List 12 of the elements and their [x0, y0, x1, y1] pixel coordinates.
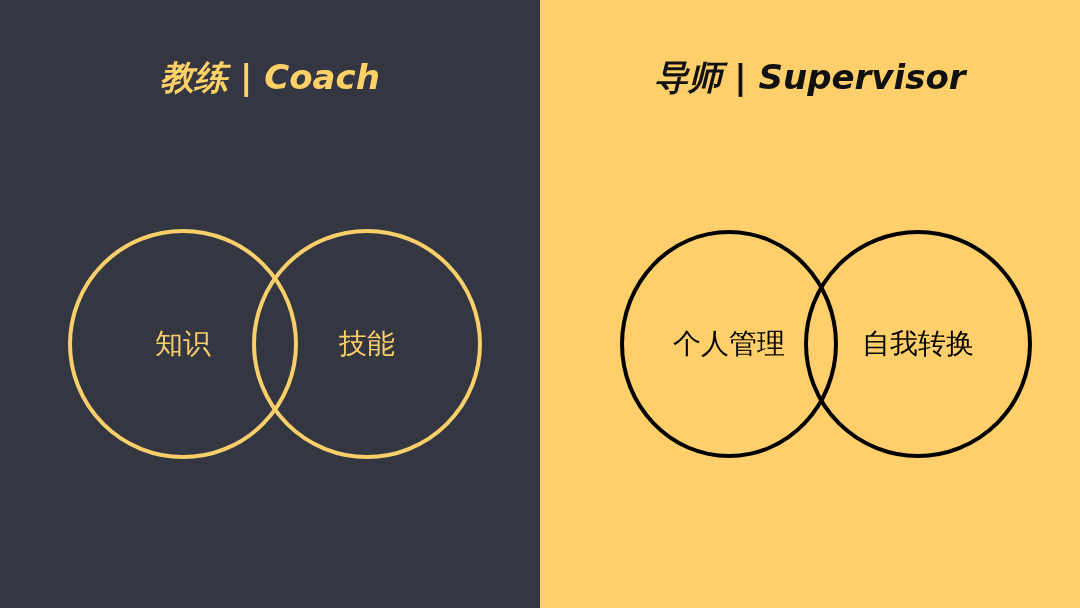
panel-background: [540, 0, 1080, 608]
venn-circle: [620, 230, 838, 458]
circle-label: 知识: [155, 326, 211, 362]
circle-label: 个人管理: [673, 326, 785, 362]
panel-heading: 导师 | Supervisor: [654, 56, 966, 99]
circle-label: 技能: [339, 326, 395, 362]
venn-circle: [252, 229, 482, 459]
venn-circle: [68, 229, 298, 459]
venn-circle: [804, 230, 1032, 458]
circle-label: 自我转换: [862, 326, 974, 362]
panel-background: [0, 0, 540, 608]
panel-heading: 教练 | Coach: [160, 56, 380, 99]
